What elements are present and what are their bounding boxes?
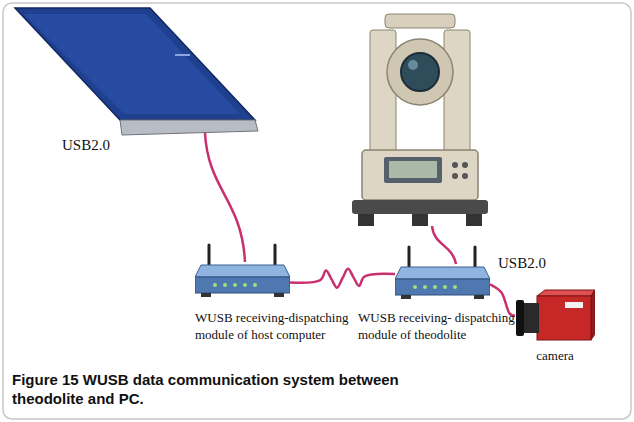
figure-frame [3, 3, 631, 419]
wusb-module-node: WUSB receiving-dispatching module of hos… [195, 243, 290, 301]
router-icon [195, 243, 290, 301]
module-label: WUSB receiving- dispatching module of th… [358, 309, 543, 343]
theodolite-illustration [352, 14, 488, 226]
module-label: camera [510, 347, 600, 364]
interface-label: USB2.0 [60, 137, 112, 154]
camera-icon [515, 288, 595, 344]
usb-cable [205, 133, 245, 262]
usb-cable [432, 226, 456, 264]
module-label: WUSB receiving-dispatching module of hos… [195, 309, 357, 343]
wusb-module-node: WUSB receiving- dispatching module of th… [395, 245, 490, 303]
interface-label: USB2.0 [496, 255, 548, 272]
laptop-illustration [15, 8, 258, 135]
camera-node: camera [515, 288, 595, 344]
wireless-link [290, 269, 395, 288]
router-icon [395, 245, 490, 303]
figure-caption: Figure 15 WUSB data communication system… [12, 370, 462, 408]
